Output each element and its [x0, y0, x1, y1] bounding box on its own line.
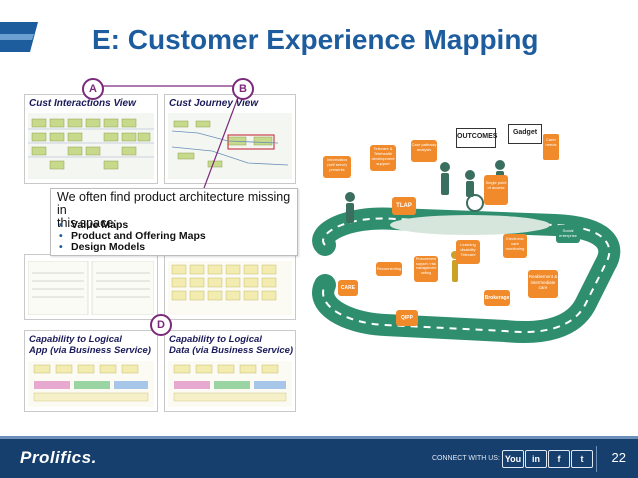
panel-title-cap-logical-data-line2: Data (via Business Service) [169, 345, 294, 356]
connect-with-us-label: CONNECT WITH US: [432, 455, 500, 462]
callout-line-1: We often find product architecture missi… [57, 190, 291, 217]
sign-label-procurement: Procurement support / risk management wr… [415, 257, 437, 275]
panel-cap-logical-data: Capability to Logical Data (via Business… [164, 330, 296, 412]
journey-thumbnail [168, 113, 292, 179]
sign-label-tlap: TLAP [396, 203, 412, 209]
sign-label-electronic-care: Electronic care monitoring [505, 236, 525, 251]
sign-label-gadget: Gadget [512, 129, 538, 136]
sign-label-carer-needs: Carer needs [545, 137, 557, 147]
marker-a: A [82, 78, 104, 100]
sign-care: CARE [338, 280, 358, 296]
sign-label-care-pathway: Care pathway analysis [411, 142, 437, 152]
value-maps-thumbnail [28, 261, 154, 315]
sign-label-information: Information (self serve) presents [326, 157, 347, 172]
sign-learning-disability: Learning disability Telecare [456, 240, 480, 264]
person-figures [345, 160, 505, 282]
sign-label-reconnecting: Reconnecting [376, 266, 402, 271]
sign-label-learning-disability: Learning disability Telecare [460, 242, 476, 257]
panel-title-cust-journey: Cust Journey View [169, 98, 259, 109]
sign-label-single-point: Single point of access [485, 180, 507, 190]
title-accent-shape [0, 22, 38, 52]
panel-title-cap-logical-data-line1: Capability to Logical [169, 334, 262, 345]
sign-single-point: Single point of access [484, 175, 508, 205]
sign-procurement: Procurement support / risk management wr… [414, 256, 438, 282]
sign-label-reablement: Reablement & intermediate care [528, 274, 558, 290]
sign-qipp: QIPP [396, 310, 418, 326]
page-separator [596, 446, 597, 472]
footer-bar [0, 436, 638, 478]
sign-label-care: CARE [340, 285, 356, 291]
architecture-collage: Cust Interactions View Cust Journey View [24, 78, 298, 414]
cap-app-thumbnail [28, 361, 154, 407]
callout-bullet: Value Maps [57, 220, 206, 232]
customer-journey-illustration [312, 160, 621, 343]
facebook-icon[interactable]: f [548, 450, 570, 468]
page-number: 22 [611, 450, 626, 465]
panel-cust-interactions: Cust Interactions View [24, 94, 158, 184]
panel-title-cap-logical-app-line1: Capability to Logical [29, 334, 122, 345]
architecture-callout: We often find product architecture missi… [50, 188, 298, 256]
panel-title-cap-logical-data: Capability to Logical Data (via Business… [169, 334, 293, 356]
sign-information: Information (self serve) presents [323, 156, 351, 178]
sign-label-social-enterprise: Social enterprise [559, 228, 577, 238]
youtube-icon[interactable]: You [502, 450, 524, 468]
panel-title-cap-logical-app-line2: App (via Business Service) [29, 345, 151, 356]
sign-reablement: Reablement & intermediate care [528, 270, 558, 298]
sign-brokerage: Brokerage [484, 290, 510, 306]
sign-outcomes: OUTCOMES [456, 128, 498, 148]
linkedin-icon[interactable]: in [525, 450, 547, 468]
sign-tlap: TLAP [392, 197, 416, 215]
marker-b: B [232, 78, 254, 100]
sign-label-brokerage: Brokerage [484, 295, 510, 301]
sign-label-telecare: Telecare & Telehealth development suppor… [371, 146, 395, 166]
panel-offering-maps [164, 254, 296, 320]
callout-bullet: Product and Offering Maps [57, 231, 206, 243]
sign-electronic-care: Electronic care monitoring [503, 234, 527, 258]
panel-title-cust-interactions: Cust Interactions View [29, 98, 136, 109]
sign-label-qipp: QIPP [401, 315, 413, 321]
slide-title: E: Customer Experience Mapping [92, 24, 539, 55]
callout-bullet-list: Value Maps Product and Offering Maps Des… [57, 220, 206, 254]
interactions-thumbnail [28, 113, 154, 179]
marker-d: D [150, 314, 172, 336]
sign-care-pathway: Care pathway analysis [411, 140, 437, 162]
sign-reconnecting: Reconnecting [376, 262, 402, 276]
panel-cust-journey: Cust Journey View [164, 94, 296, 184]
panel-title-cap-logical-app: Capability to Logical App (via Business … [29, 334, 151, 356]
twitter-icon[interactable]: t [571, 450, 593, 468]
cap-data-thumbnail [168, 361, 292, 407]
sign-telecare: Telecare & Telehealth development suppor… [370, 145, 396, 171]
sign-label-outcomes: OUTCOMES [457, 133, 498, 140]
panel-cap-logical-app: Capability to Logical App (via Business … [24, 330, 158, 412]
sign-carer-needs: Carer needs [543, 134, 559, 160]
footer-stripe [0, 436, 638, 439]
offering-maps-thumbnail [168, 261, 292, 315]
callout-bullet: Design Models [57, 242, 206, 254]
sign-gadget: Gadget [508, 124, 542, 144]
sign-social-enterprise: Social enterprise [556, 225, 580, 243]
prolifics-logo: Prolifics. [20, 448, 97, 467]
panel-value-maps [24, 254, 158, 320]
